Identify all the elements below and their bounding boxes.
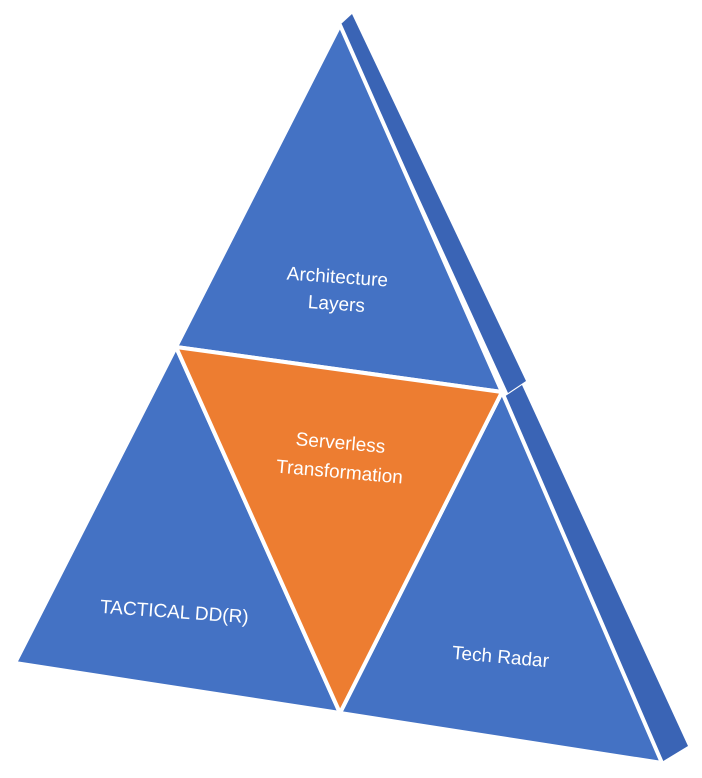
top-triangle <box>174 23 504 394</box>
top-triangle-label-line2: Layers <box>307 292 365 317</box>
pyramid-side-lower <box>504 385 688 763</box>
center-triangle <box>174 345 504 715</box>
pyramid-side-upper <box>340 14 526 393</box>
